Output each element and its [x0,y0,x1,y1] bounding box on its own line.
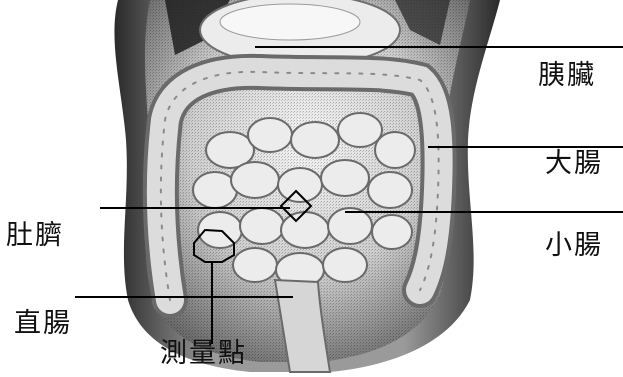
rectum-label: 直腸 [14,310,72,337]
navel-label: 肚臍 [6,222,64,249]
measurement-point-label: 測量點 [160,340,247,367]
pancreas-label: 胰臟 [538,62,596,89]
small-intestine-label: 小腸 [545,232,603,259]
large-intestine-label: 大腸 [545,150,603,177]
